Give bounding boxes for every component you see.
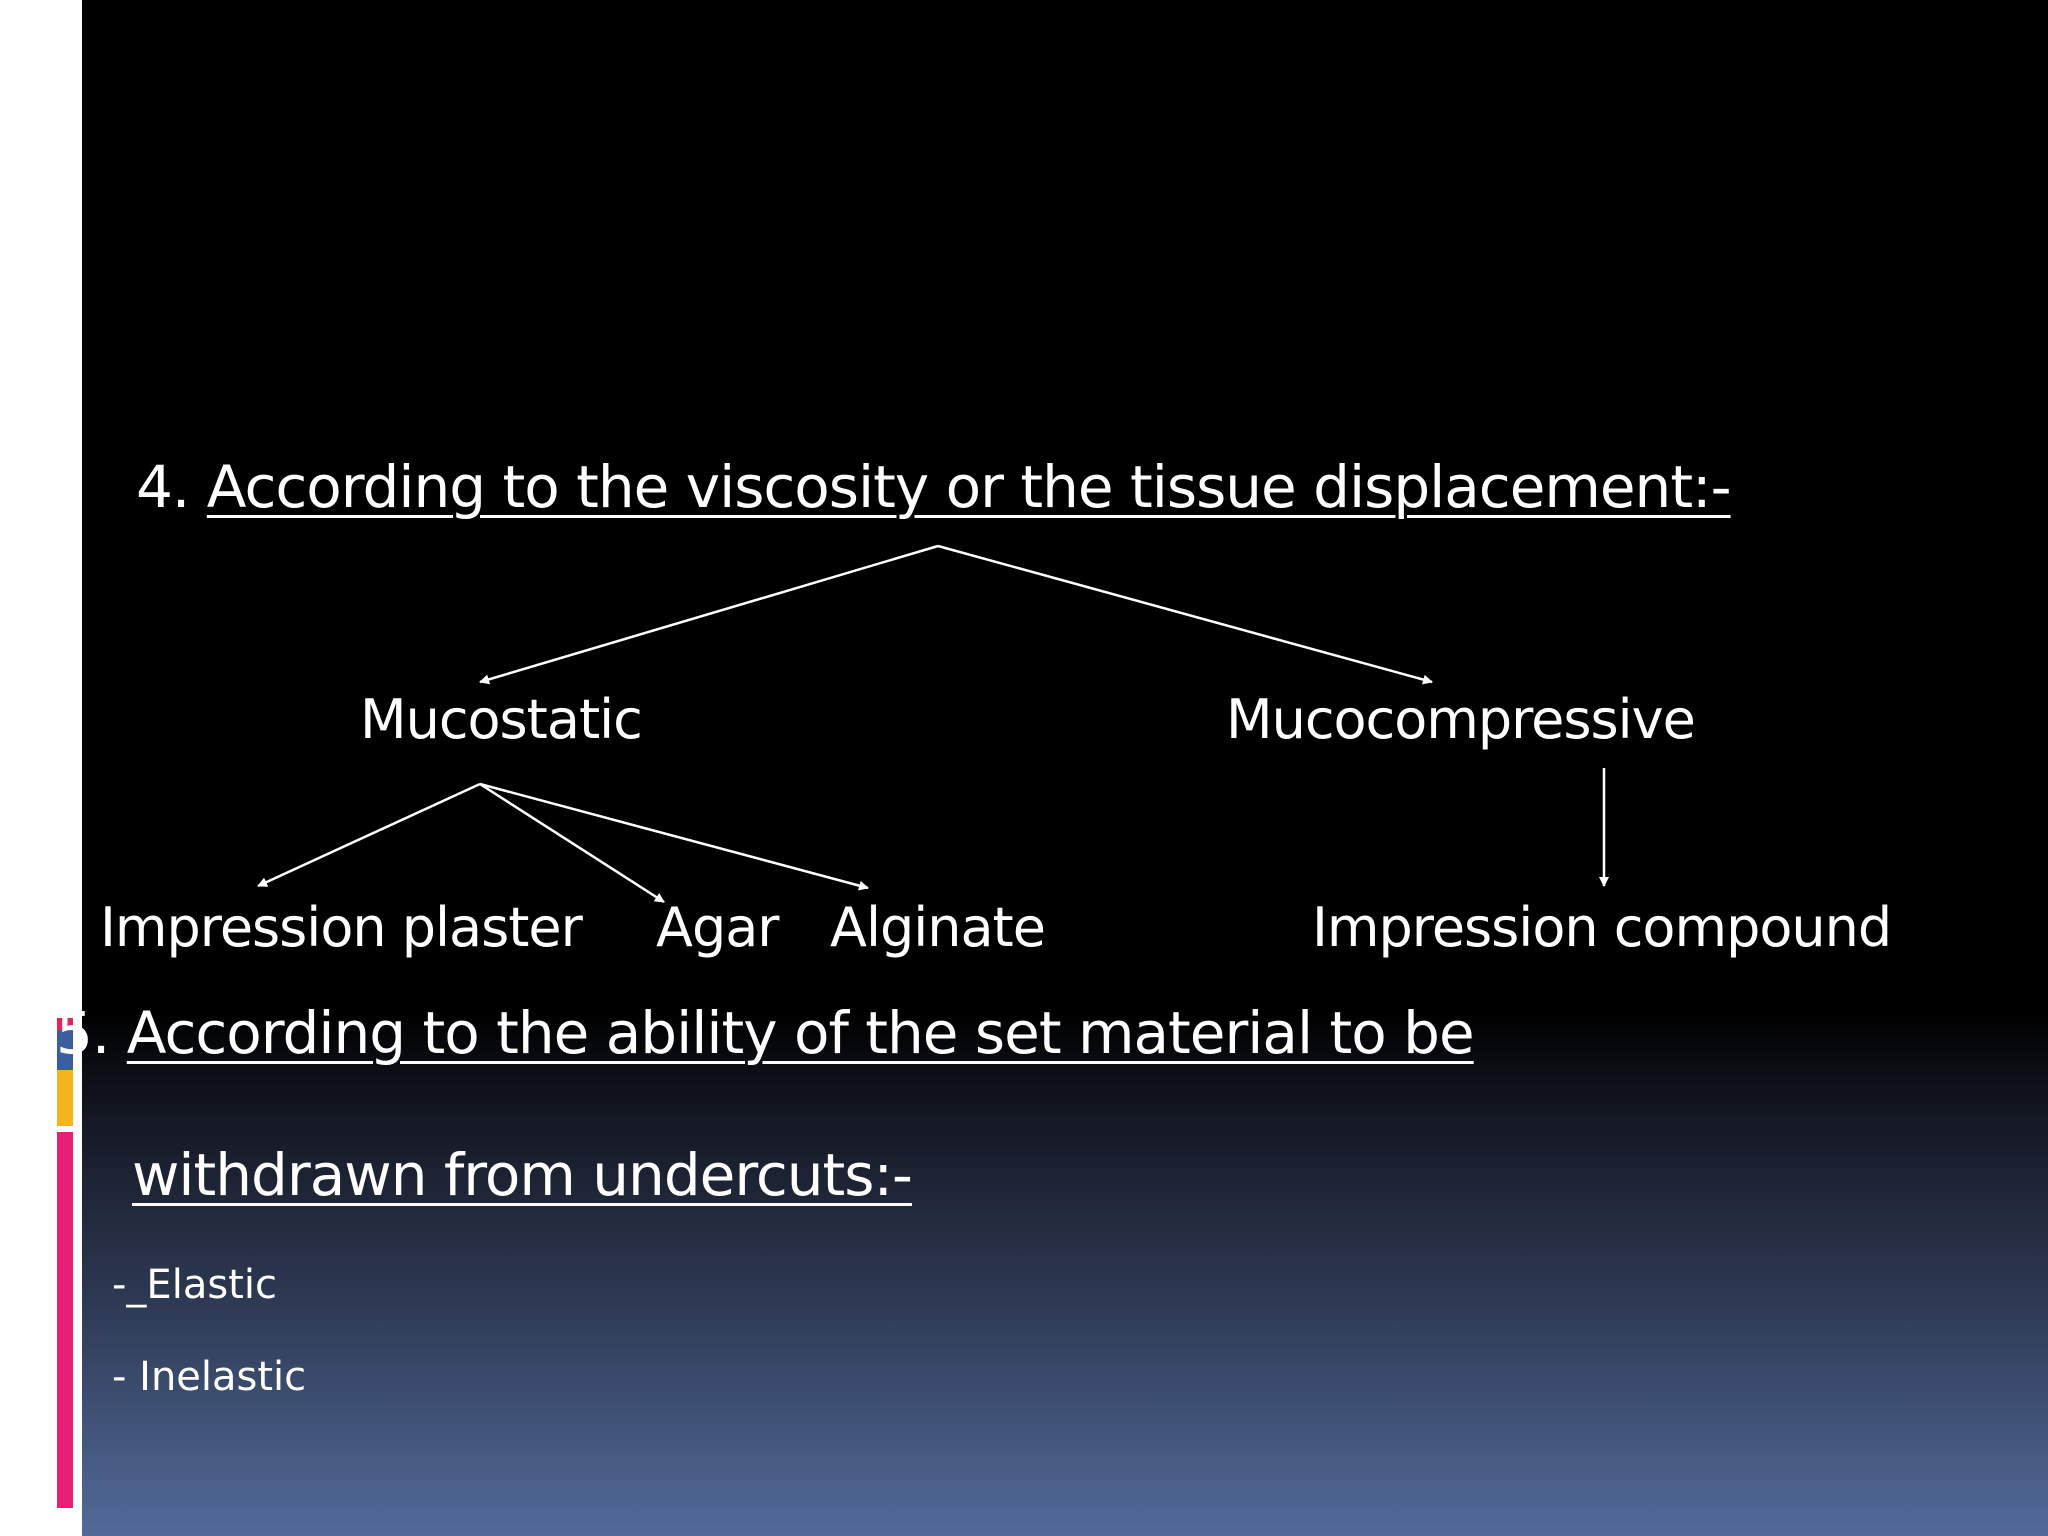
arrow-to-alginate <box>479 782 869 891</box>
bullet-elastic: -_Elastic <box>112 1262 277 1308</box>
heading-4-text: According to the viscosity or the tissue… <box>206 453 1732 521</box>
node-agar: Agar <box>656 896 780 959</box>
heading-4: 4. According to the viscosity or the tis… <box>136 452 1732 522</box>
heading-5-line2: withdrawn from undercuts:- <box>132 1140 913 1210</box>
accent-bar-pink <box>57 1132 73 1508</box>
node-mucostatic: Mucostatic <box>360 688 643 751</box>
arrow-to-impression-plaster <box>257 782 481 888</box>
accent-bar-yellow <box>57 1070 73 1126</box>
node-impression-plaster: Impression plaster <box>100 896 583 959</box>
arrow-to-mucocompressive <box>937 544 1433 685</box>
slide-background <box>82 0 2048 1536</box>
accent-bar-blue <box>57 1030 73 1070</box>
arrow-to-mucostatic <box>479 544 939 685</box>
node-mucocompressive: Mucocompressive <box>1226 688 1696 751</box>
heading-5-text-line1: According to the ability of the set mate… <box>126 999 1475 1067</box>
heading-5-number: 5. <box>56 999 110 1067</box>
heading-5-text-line2: withdrawn from undercuts:- <box>132 1141 913 1209</box>
heading-5-line1: 5. According to the ability of the set m… <box>56 998 1475 1068</box>
heading-4-number: 4. <box>136 453 190 521</box>
decorative-bars-icon <box>48 152 82 236</box>
arrow-to-agar <box>479 782 665 904</box>
node-impression-compound: Impression compound <box>1312 896 1892 959</box>
bullet-inelastic: - Inelastic <box>112 1354 307 1400</box>
node-alginate: Alginate <box>830 896 1046 959</box>
